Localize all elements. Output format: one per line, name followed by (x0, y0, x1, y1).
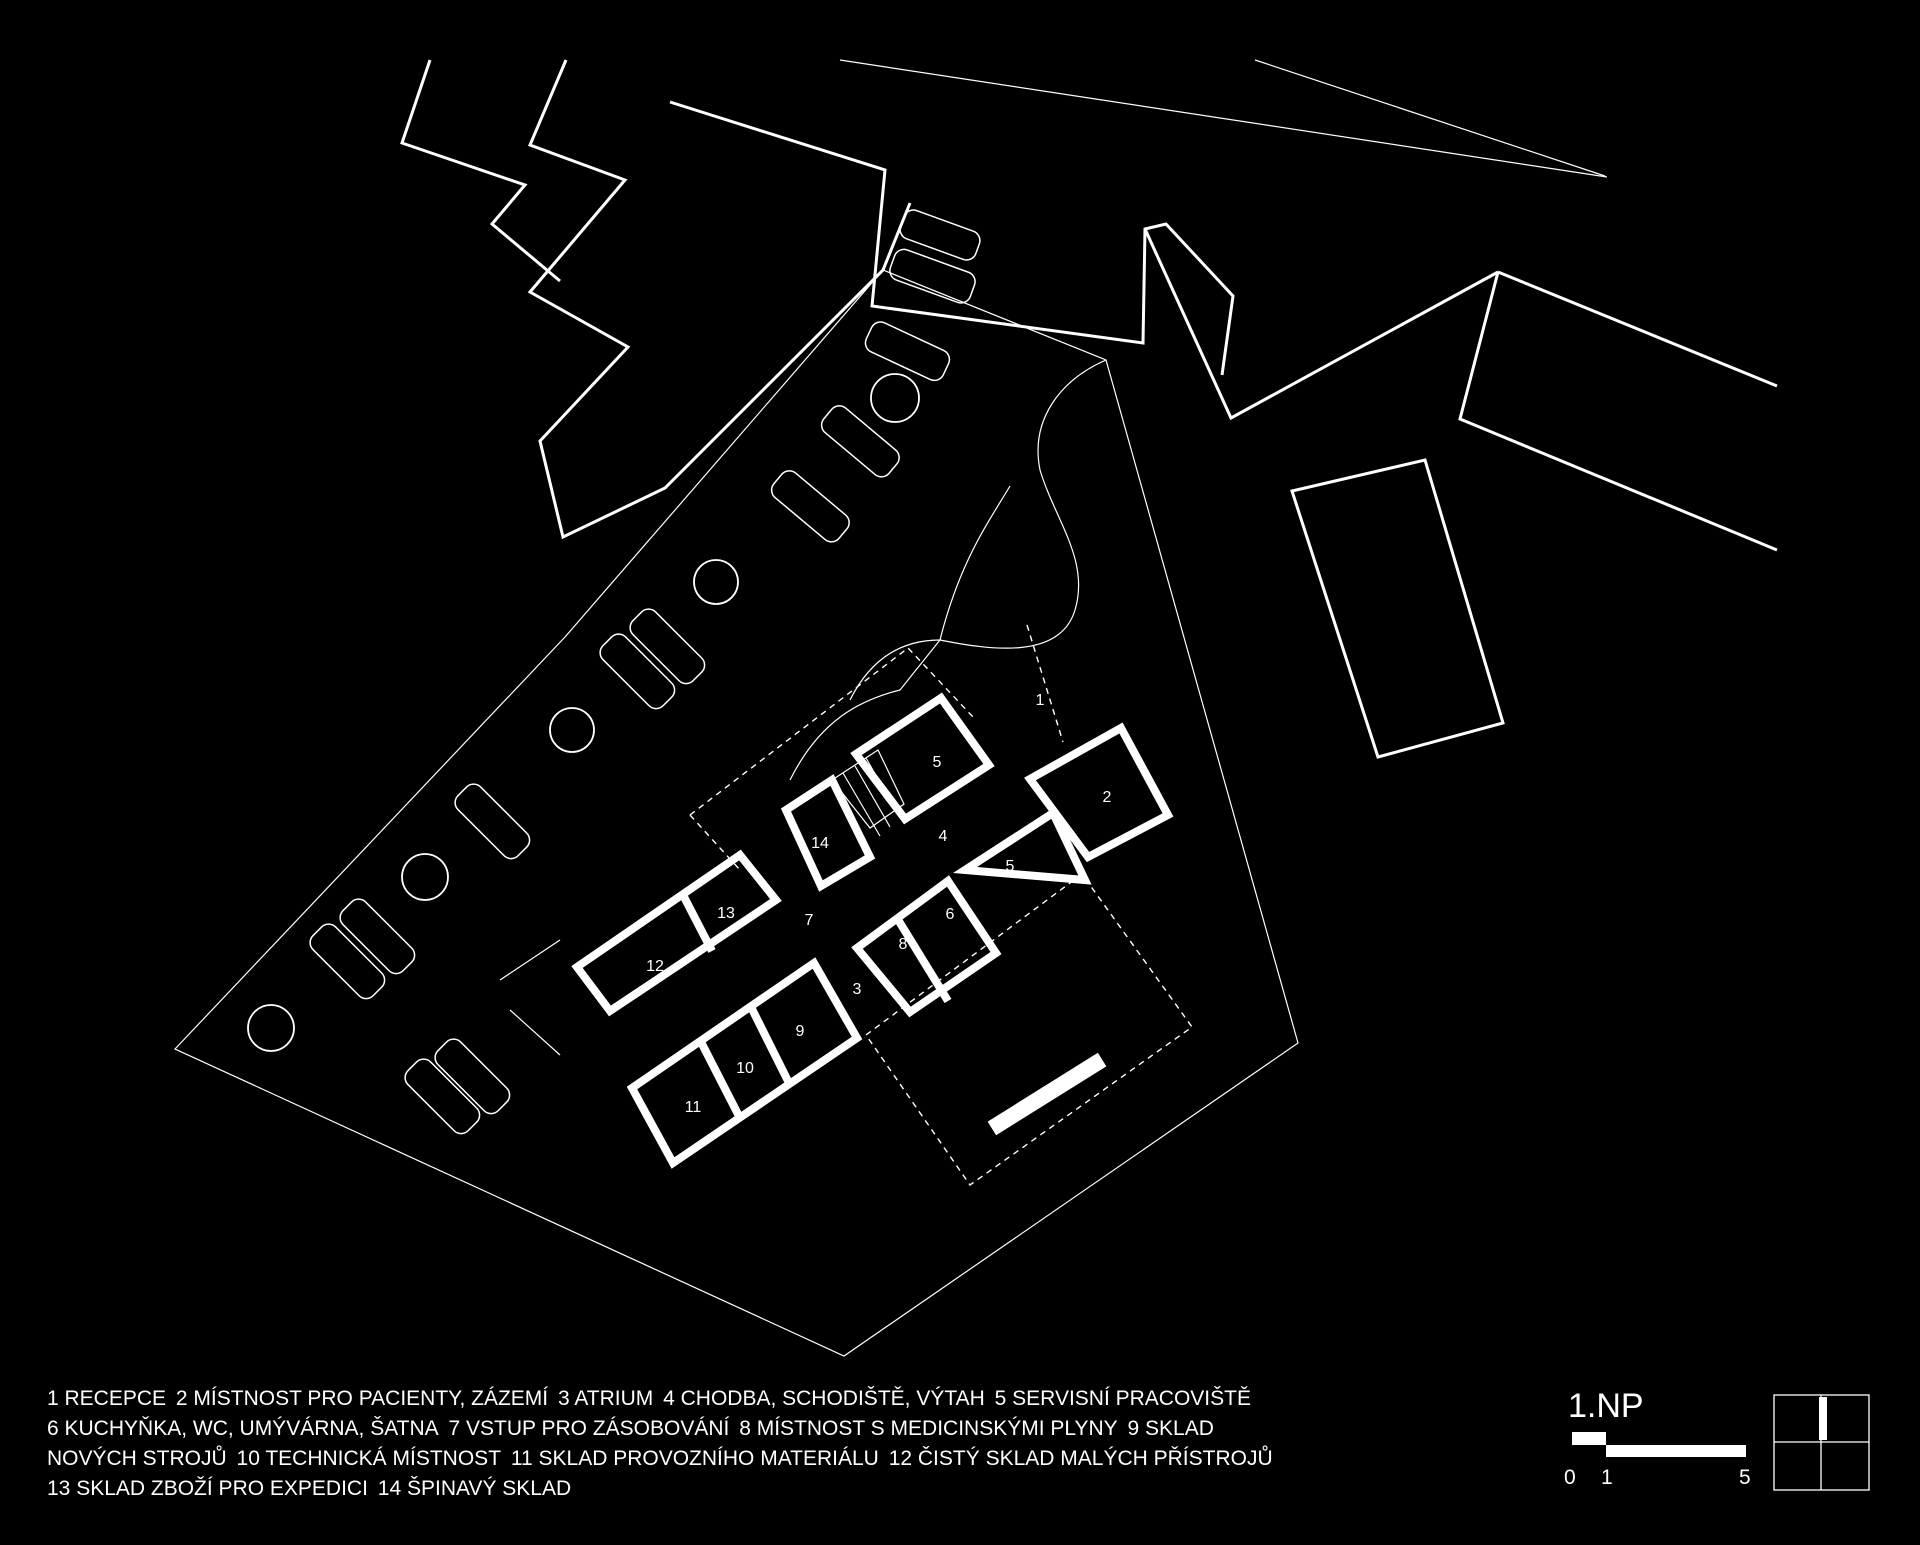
legend-entry: 5 SERVISNÍ PRACOVIŠTĚ (994, 1387, 1251, 1410)
plot-boundary (173, 59, 1608, 1357)
room-number: 7 (805, 912, 814, 929)
scale-bar (1572, 1432, 1746, 1457)
legend-line-1: 1 RECEPCE 2 MÍSTNOST PRO PACIENTY, ZÁZEM… (47, 1384, 1447, 1414)
legend-entry: 11 SKLAD PROVOZNÍHO MATERIÁLU (510, 1447, 879, 1470)
room-number: 11 (685, 1099, 702, 1116)
room-number: 3 (853, 981, 862, 998)
legend-line-4: 13 SKLAD ZBOŽÍ PRO EXPEDICI 14 ŠPINAVÝ S… (47, 1474, 1447, 1504)
room-number: 3 (1061, 821, 1070, 838)
courtyard-outline (689, 624, 1193, 1186)
room-legend: 1 RECEPCE 2 MÍSTNOST PRO PACIENTY, ZÁZEM… (47, 1384, 1447, 1504)
room-number: 1 (1036, 692, 1045, 709)
legend-entry: 7 VSTUP PRO ZÁSOBOVÁNÍ (448, 1417, 730, 1440)
parking-cars (309, 209, 981, 1135)
scale-label-5: 5 (1739, 1466, 1751, 1489)
room-number: 12 (646, 958, 664, 975)
room-number: 5 (1006, 858, 1015, 875)
key-plan (1773, 1394, 1870, 1491)
legend-entry: NOVÝCH STROJŮ (47, 1447, 227, 1470)
legend-line-3: NOVÝCH STROJŮ 10 TECHNICKÁ MÍSTNOST 11 S… (47, 1444, 1447, 1474)
legend-entry: 9 SKLAD (1127, 1417, 1214, 1440)
legend-line-2: 6 KUCHYŇKA, WC, UMÝVÁRNA, ŠATNA 7 VSTUP … (47, 1414, 1447, 1444)
legend-entry: 1 RECEPCE (47, 1387, 167, 1410)
room-number: 13 (717, 905, 735, 922)
legend-entry: 3 ATRIUM (557, 1387, 654, 1410)
legend-entry: 8 MÍSTNOST S MEDICINSKÝMI PLYNY (739, 1417, 1118, 1440)
legend-entry: 6 KUCHYŇKA, WC, UMÝVÁRNA, ŠATNA (47, 1417, 439, 1440)
room-number: 9 (796, 1023, 805, 1040)
neighbor-buildings (400, 59, 1778, 759)
legend-entry: 2 MÍSTNOST PRO PACIENTY, ZÁZEMÍ (175, 1387, 549, 1410)
legend-entry: 10 TECHNICKÁ MÍSTNOST (236, 1447, 502, 1470)
room-numbers: 1 2 3 3 4 5 5 6 7 8 9 10 11 12 13 14 (646, 692, 1111, 1116)
site-wall (987, 1052, 1107, 1136)
trees (247, 373, 920, 1052)
legend-entry: 4 CHODBA, SCHODIŠTĚ, VÝTAH (663, 1387, 985, 1410)
room-number: 14 (811, 835, 829, 852)
room-number: 4 (939, 828, 948, 845)
scale-label-1: 1 (1601, 1466, 1613, 1489)
legend-entry: 12 ČISTÝ SKLAD MALÝCH PŘÍSTROJŮ (888, 1447, 1273, 1470)
legend-entry: 13 SKLAD ZBOŽÍ PRO EXPEDICI (47, 1477, 368, 1500)
room-number: 10 (736, 1060, 754, 1077)
scale-label-0: 0 (1564, 1466, 1576, 1489)
room-number: 5 (933, 754, 942, 771)
room-number: 8 (899, 936, 908, 953)
staircase (831, 749, 905, 837)
room-number: 2 (1103, 789, 1112, 806)
room-number: 6 (946, 906, 955, 923)
floor-label: 1.NP (1568, 1387, 1644, 1425)
building-walls (571, 692, 1174, 1169)
legend-entry: 14 ŠPINAVÝ SKLAD (377, 1477, 572, 1500)
